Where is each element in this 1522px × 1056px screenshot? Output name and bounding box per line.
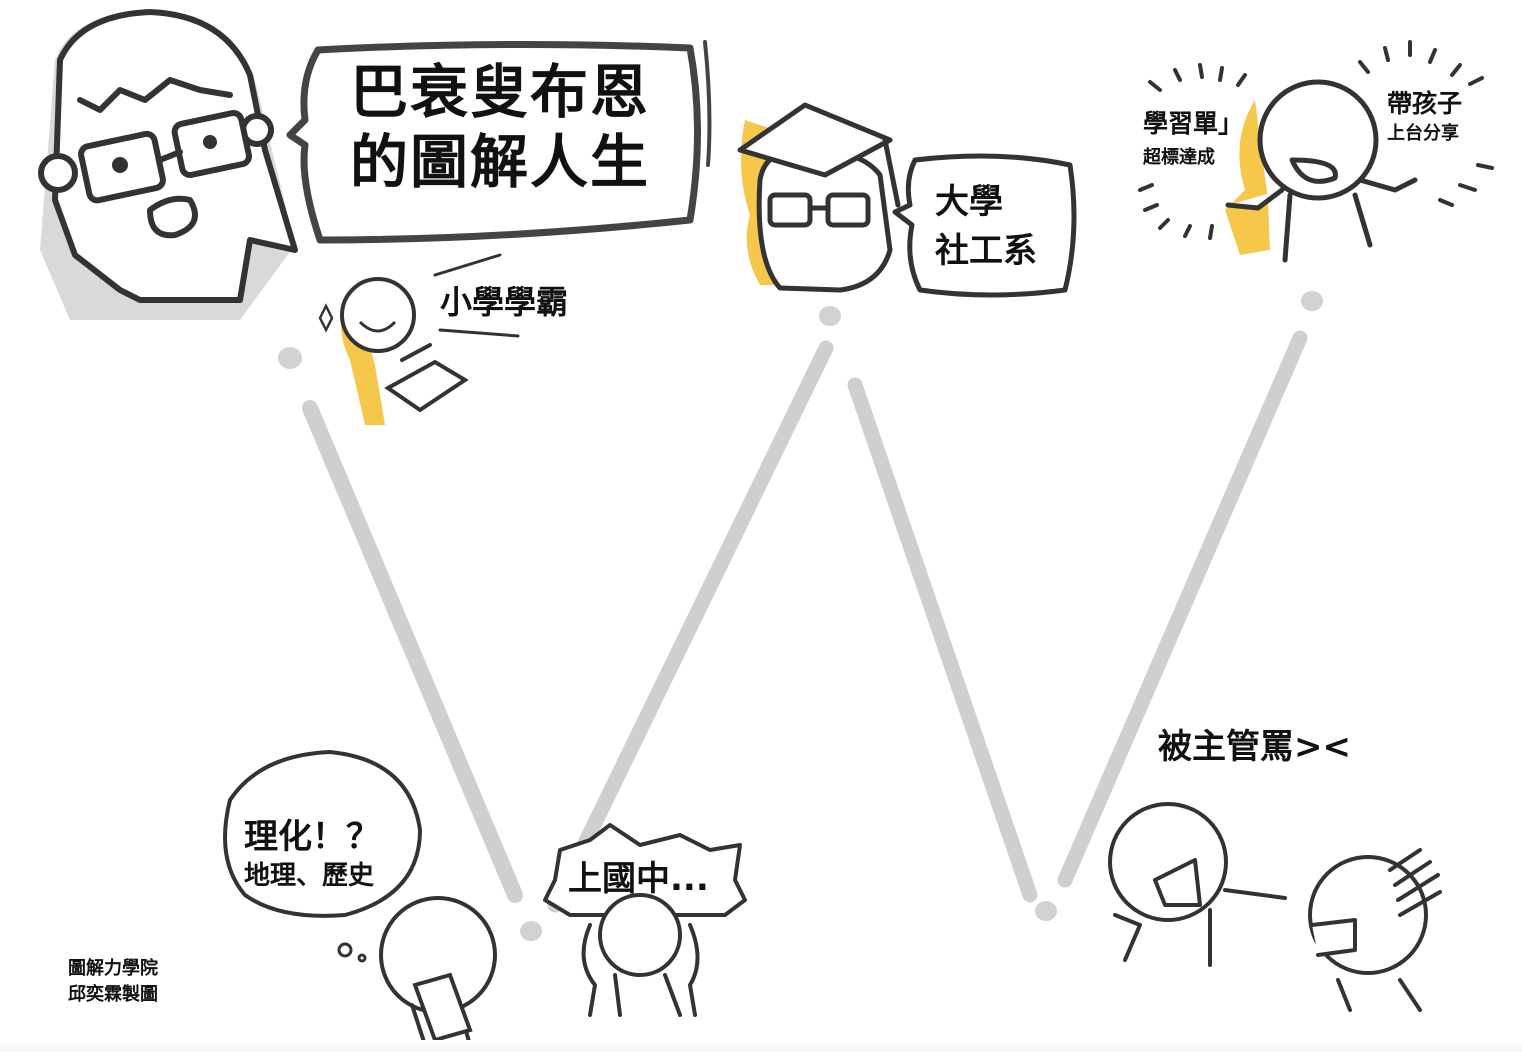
- scolded-by-boss-figures: [1108, 802, 1442, 1012]
- milestone-subjects-label: 理化！？: [244, 817, 380, 857]
- hair-stripes: [1388, 848, 1442, 917]
- milestone-elementary-label: 小學學霸: [440, 283, 569, 321]
- confused-student-figure: [223, 749, 497, 1047]
- bottom-edge: [0, 1040, 1522, 1052]
- milestone-kids-share-label: 帶孩子: [1387, 89, 1463, 118]
- milestone-junior-high-label: 上國中...: [568, 859, 709, 899]
- excited-presenter-figure: [1138, 40, 1494, 263]
- title-line-1: 巴衰叟布恩: [350, 58, 651, 126]
- elementary-student-figure: [318, 253, 520, 425]
- author-portrait: [38, 9, 298, 321]
- curve-node-dots: [278, 291, 1323, 941]
- milestone-scolded-label: 被主管罵><: [1158, 727, 1351, 767]
- title-line-2: 的圖解人生: [350, 127, 651, 196]
- milestone-subjects-sublabel: 地理、歷史: [244, 861, 375, 891]
- graduate-figure: [737, 102, 1077, 298]
- credit-text: 圖解力學院 邱奕霖製圖: [68, 956, 158, 1008]
- university-line-2: 社工系: [935, 231, 1037, 272]
- milestone-worksheet-label: 學習單」: [1143, 109, 1244, 138]
- w-curve-path: [302, 330, 1308, 913]
- page-title: 巴衰叟布恩 的圖解人生: [350, 58, 650, 197]
- milestone-kids-share-sublabel: 上台分享: [1387, 123, 1459, 144]
- junior-high-stressed-figure: [543, 823, 747, 1017]
- title-speech-bubble: [286, 40, 712, 244]
- university-line-1: 大學: [935, 182, 1003, 222]
- milestone-university-label: 大學 社工系: [935, 178, 1037, 277]
- credit-line-2: 邱奕霖製圖: [68, 984, 158, 1006]
- excitement-lines: [1138, 40, 1494, 240]
- credit-line-1: 圖解力學院: [68, 958, 158, 979]
- milestone-worksheet-sublabel: 超標達成: [1143, 147, 1215, 168]
